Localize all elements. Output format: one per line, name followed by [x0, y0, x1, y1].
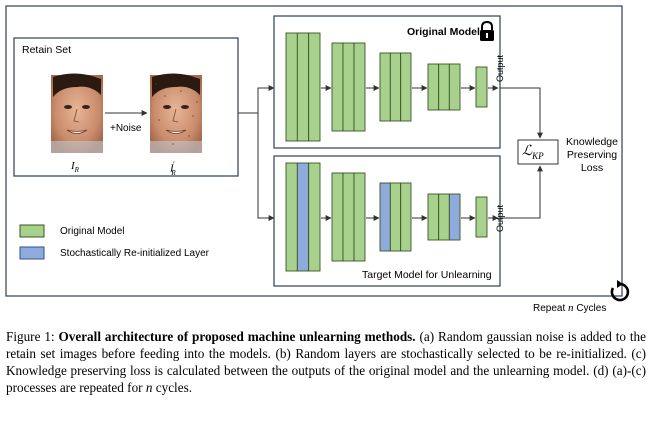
output-arrow-top [500, 87, 543, 139]
original-model-layer [331, 42, 344, 132]
repeat-label: Repeat n Cycles [533, 302, 607, 314]
retain-set-panel [13, 37, 239, 177]
target-model-layer [400, 182, 412, 252]
outer-frame [5, 5, 623, 297]
original-model-layer [438, 63, 450, 111]
original-model-layer [448, 63, 461, 111]
loss-box [517, 139, 559, 165]
original-model-layer [296, 32, 310, 142]
retain-image [51, 73, 103, 153]
target-model-title: Target Model for Unlearning [362, 269, 492, 281]
legend-swatch-reinit [19, 246, 45, 260]
loss-name-line3: Loss [580, 162, 604, 174]
output-arrow-bottom [500, 165, 543, 219]
lock-icon [480, 20, 494, 41]
architecture-diagram [5, 5, 630, 302]
retain-set-title: Retain Set [22, 44, 72, 56]
loss-name-line2: Preserving [566, 149, 618, 161]
output-label-bottom: Output [495, 204, 505, 232]
caption-prefix: Figure 1: [6, 329, 55, 344]
original-model-layer [475, 66, 488, 108]
legend-original-label: Original Model [60, 226, 125, 237]
loss-name-line1: Knowledge [566, 136, 618, 148]
target-model-layer [475, 196, 488, 238]
original-model-layer [353, 42, 366, 132]
branch-lines [238, 87, 274, 219]
caption-part-b: (b) Random layers are stochastically sel… [275, 346, 627, 361]
caption-part-a: (a) Random gaussian noise is added to th… [6, 329, 647, 361]
target-model-layer [389, 182, 402, 252]
original-model-layer [379, 52, 391, 122]
original-model-box [273, 15, 501, 149]
target-model-layer [331, 172, 344, 262]
original-model-layer [427, 63, 440, 111]
loss-symbol: ℒKP [522, 144, 544, 161]
noised-image [150, 73, 202, 153]
target-model-layer-reinit [296, 162, 310, 272]
target-model-layer-reinit [448, 193, 461, 241]
repeat-cycle-icon [610, 280, 630, 302]
target-model-layer [342, 172, 355, 262]
target-model-box [273, 155, 501, 287]
target-model-layer [427, 193, 440, 241]
target-model-layer [308, 162, 321, 272]
target-model-layer [353, 172, 366, 262]
loss-name: Knowledge Preserving Loss [562, 136, 622, 175]
original-model-layer [285, 32, 298, 142]
original-model-layer [400, 52, 412, 122]
caption-part-d-prefix: (d) (a)-(c) processes are repeated for [6, 363, 646, 395]
original-model-layer [389, 52, 402, 122]
caption-part-d-n: n [145, 380, 153, 395]
target-model-layer [285, 162, 298, 272]
output-label-top: Output [495, 54, 505, 82]
original-model-layer [342, 42, 355, 132]
image-label-left: IR [71, 160, 79, 175]
noise-label: +Noise [110, 123, 142, 134]
legend-reinit-label: Stochastically Re-initialized Layer [60, 248, 209, 259]
caption-part-c: (c) Knowledge preserving loss is calcula… [6, 346, 647, 378]
target-model-layer [438, 193, 450, 241]
original-model-layer [308, 32, 321, 142]
legend-swatch-original [19, 224, 45, 238]
figure-caption: Figure 1: Overall architecture of propos… [6, 328, 646, 396]
original-model-title: Original Model [407, 26, 480, 38]
caption-part-d-suffix: cycles. [155, 380, 192, 395]
target-model-layer-reinit [379, 182, 391, 252]
image-label-right: I′R [170, 160, 176, 177]
caption-title: Overall architecture of proposed machine… [58, 329, 416, 344]
